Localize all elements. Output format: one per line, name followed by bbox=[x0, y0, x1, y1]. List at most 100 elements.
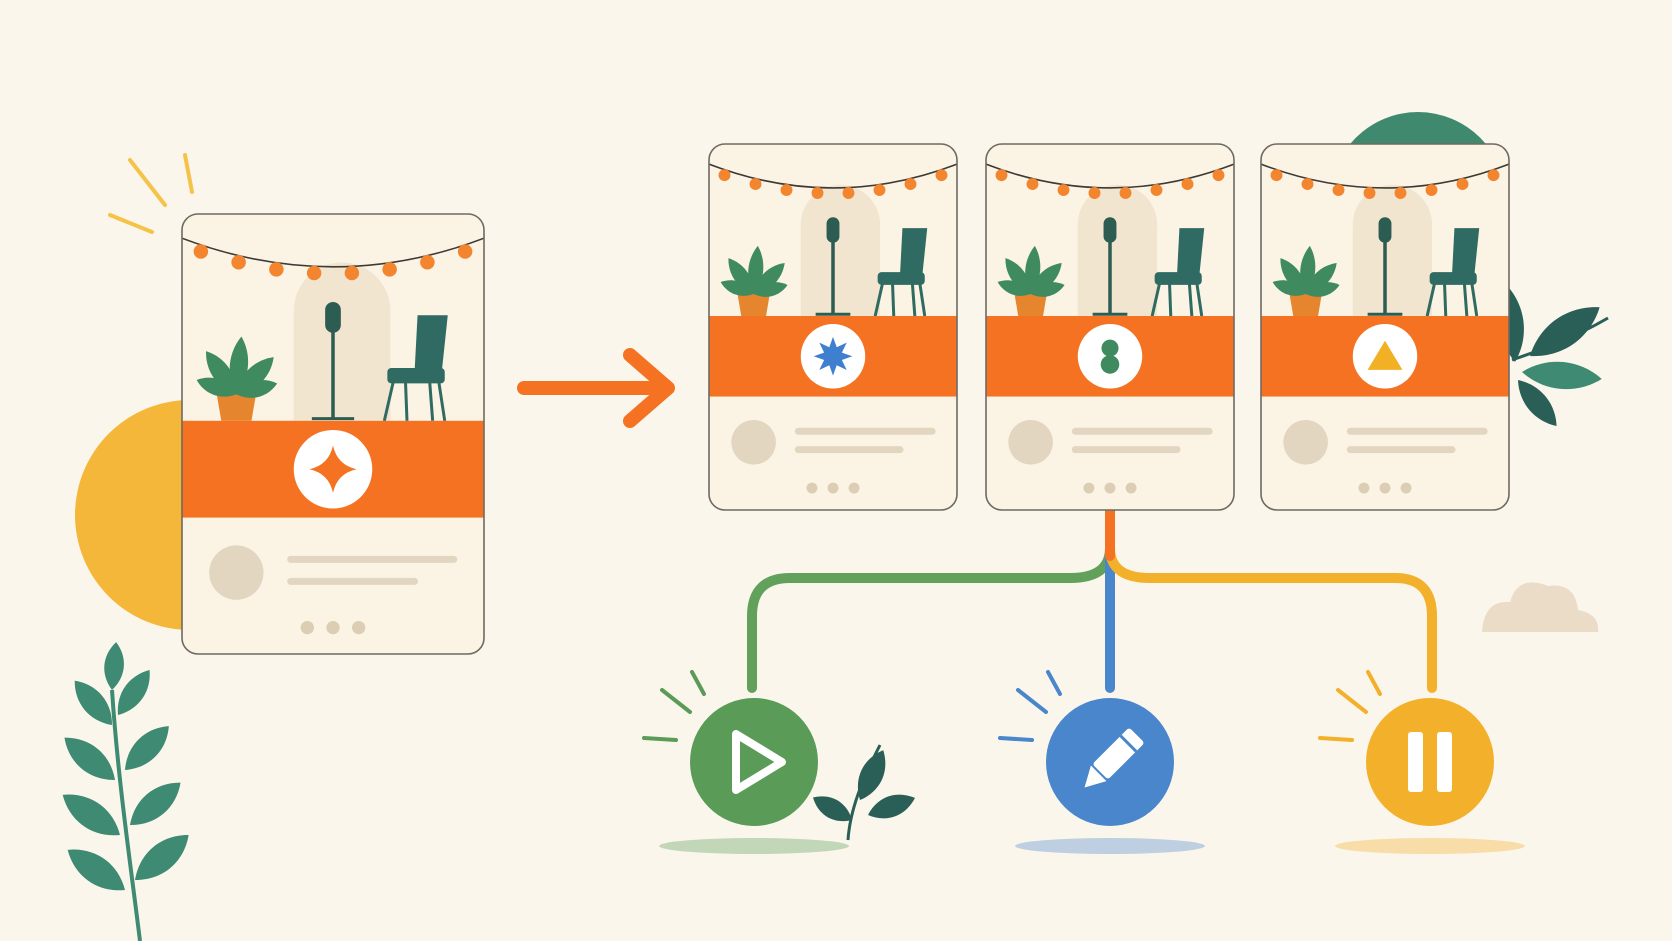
arch-window bbox=[800, 184, 881, 317]
light-bulb bbox=[382, 262, 397, 277]
light-bulb bbox=[1270, 169, 1283, 182]
small-sprig-leaf bbox=[813, 796, 852, 822]
chair-leg bbox=[1150, 282, 1162, 317]
chair-icon bbox=[1150, 228, 1205, 317]
action-circle[interactable] bbox=[1366, 698, 1494, 826]
motion-burst-icon bbox=[1318, 670, 1382, 742]
chair-icon bbox=[1425, 228, 1480, 317]
figure-eight-icon bbox=[1100, 339, 1120, 374]
motion-burst-icon bbox=[642, 670, 706, 742]
sprig-stem bbox=[110, 689, 142, 941]
burst-line bbox=[1046, 670, 1062, 696]
light-bulb bbox=[1026, 178, 1039, 191]
light-bulb bbox=[904, 178, 917, 191]
plant-pot bbox=[1289, 294, 1322, 317]
plant-leaf bbox=[1305, 263, 1337, 295]
sprig-leaf bbox=[67, 849, 125, 891]
plant-leaf bbox=[236, 357, 274, 395]
mic-head bbox=[1103, 217, 1117, 243]
connectors bbox=[747, 505, 1437, 693]
microphone-stand-icon bbox=[311, 302, 355, 421]
burst-line bbox=[128, 158, 167, 207]
light-bulb bbox=[1057, 184, 1070, 196]
ground-shadow bbox=[1335, 838, 1525, 854]
pagination-dot bbox=[1083, 482, 1095, 494]
pagination-dot bbox=[848, 482, 860, 494]
burst-line bbox=[998, 736, 1034, 742]
chair-icon bbox=[873, 228, 928, 317]
potted-plant-icon bbox=[720, 245, 788, 317]
sprig-leaf bbox=[130, 782, 181, 826]
plant-leaf bbox=[728, 258, 754, 295]
avatar-placeholder bbox=[209, 545, 264, 600]
light-bulb bbox=[780, 184, 793, 196]
cluster-leaf bbox=[1522, 361, 1602, 390]
light-bulb bbox=[306, 265, 322, 281]
avatar-placeholder bbox=[1283, 419, 1328, 465]
chair-back bbox=[414, 315, 448, 373]
string-wire bbox=[182, 237, 484, 268]
pagination-dot bbox=[806, 482, 818, 494]
chair-seat bbox=[387, 368, 445, 384]
card-border bbox=[708, 143, 958, 511]
light-bulb bbox=[1456, 178, 1469, 191]
chair-leg bbox=[428, 381, 435, 421]
card-border bbox=[1260, 143, 1510, 511]
plant-leaf bbox=[1305, 282, 1340, 297]
arch-window bbox=[1077, 184, 1158, 317]
light-bulb bbox=[749, 178, 762, 191]
plant-leaf bbox=[1272, 280, 1306, 296]
plant-leaf bbox=[1280, 258, 1306, 295]
light-bulb bbox=[1363, 187, 1376, 199]
plant-leaf bbox=[1005, 258, 1031, 295]
chair-leg bbox=[437, 380, 447, 422]
chair-leg bbox=[1187, 282, 1194, 317]
action-pencil-button[interactable] bbox=[998, 670, 1205, 854]
card-border bbox=[181, 213, 485, 655]
burst-line bbox=[1016, 688, 1048, 714]
pagination-dot bbox=[352, 620, 366, 635]
chair-leg bbox=[1195, 282, 1204, 317]
variant-card-3 bbox=[1260, 143, 1510, 511]
pause-bar bbox=[1408, 732, 1423, 792]
chair-leg bbox=[891, 283, 896, 317]
action-pause-button[interactable] bbox=[1318, 670, 1525, 854]
chair-leg bbox=[918, 282, 927, 317]
card-scene bbox=[709, 163, 957, 494]
chair-back bbox=[1451, 228, 1480, 276]
chair-leg bbox=[1462, 282, 1469, 317]
light-bulb bbox=[269, 262, 284, 277]
light-bulb bbox=[1119, 187, 1132, 199]
leafy-sprig-icon bbox=[62, 642, 189, 941]
chair-leg bbox=[1470, 282, 1479, 317]
light-bulb bbox=[457, 244, 473, 259]
arrow-head bbox=[623, 348, 675, 428]
potted-plant-icon bbox=[997, 245, 1065, 317]
plant-leaf bbox=[753, 282, 788, 297]
burst-line bbox=[108, 213, 154, 234]
figure-eight-bottom bbox=[1100, 355, 1120, 374]
card-scene bbox=[986, 163, 1234, 494]
pause-bar bbox=[1437, 732, 1452, 792]
light-bulb bbox=[995, 169, 1008, 182]
chair-leg bbox=[1425, 282, 1437, 317]
pagination-dot bbox=[1104, 482, 1116, 494]
leaf-cluster-icon bbox=[1499, 287, 1609, 426]
chair-leg bbox=[403, 381, 409, 421]
cluster-leaf bbox=[1530, 307, 1600, 357]
plant-pot bbox=[216, 394, 256, 421]
plant-leaf bbox=[1030, 282, 1065, 297]
plant-leaf bbox=[753, 263, 785, 295]
light-bulb bbox=[231, 255, 246, 270]
plant-leaf bbox=[196, 377, 237, 397]
plant-leaf bbox=[206, 351, 237, 395]
action-play-button[interactable] bbox=[642, 670, 849, 854]
plant-leaf bbox=[236, 380, 278, 398]
pause-icon bbox=[1408, 732, 1452, 792]
burst-line bbox=[642, 736, 678, 742]
pagination-dot bbox=[326, 620, 340, 635]
chair-leg bbox=[910, 282, 917, 317]
actions bbox=[642, 670, 1525, 854]
mic-head bbox=[1378, 217, 1392, 243]
action-circle[interactable] bbox=[690, 698, 818, 826]
